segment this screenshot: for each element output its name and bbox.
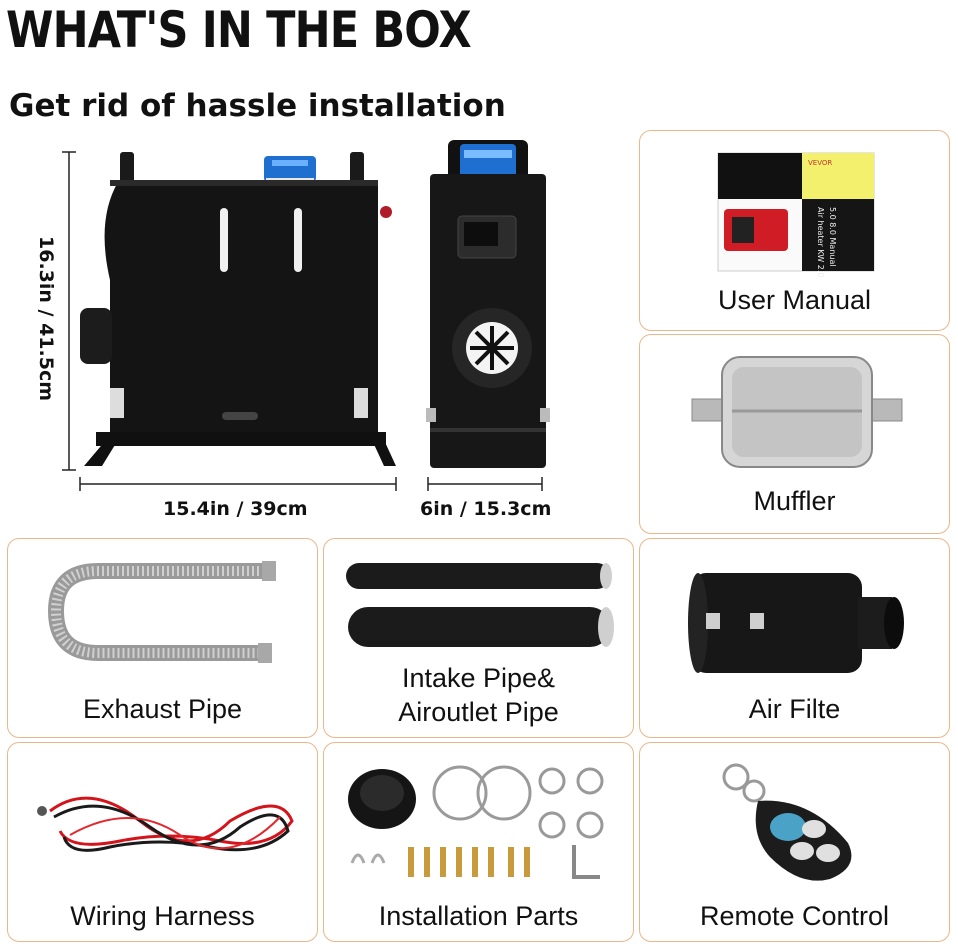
depth-dimension-line <box>427 477 543 491</box>
item-label-intake-pipe: Intake Pipe& <box>401 663 556 693</box>
item-card-wiring-harness: Wiring Harness <box>7 742 318 942</box>
manual-cover-line2: 5.0 8.0 Manual <box>828 207 837 267</box>
item-label-airoutlet-pipe: Airoutlet Pipe <box>398 697 559 727</box>
exhaust-pipe-image <box>47 561 276 663</box>
item-label-user-manual: User Manual <box>717 285 872 315</box>
item-card-exhaust-pipe: Exhaust Pipe <box>7 538 318 738</box>
page-subtitle: Get rid of hassle installation <box>9 88 506 124</box>
depth-dimension-label: 6in / 15.3cm <box>420 498 552 520</box>
item-card-installation-parts: Installation Parts <box>323 742 634 942</box>
user-manual-image: VEVOR Air heater KW 2.0 5.0 8.0 Manual <box>717 152 875 277</box>
heater-front-illustration <box>62 151 396 471</box>
item-card-remote-control: Remote Control <box>639 742 950 942</box>
width-dimension-line <box>79 477 397 491</box>
item-card-user-manual: VEVOR Air heater KW 2.0 5.0 8.0 Manual U… <box>639 130 950 331</box>
heater-side-illustration <box>426 140 550 468</box>
item-label-wiring-harness: Wiring Harness <box>70 901 255 931</box>
intake-pipe-image <box>346 563 614 647</box>
remote-control-image <box>722 763 852 881</box>
manual-brand: VEVOR <box>808 159 832 167</box>
wiring-harness-image <box>37 796 294 852</box>
item-label-air-filter: Air Filte <box>748 694 841 724</box>
muffler-image <box>691 356 903 468</box>
installation-parts-image <box>348 765 604 879</box>
item-card-intake-pipe: Intake Pipe& Airoutlet Pipe <box>323 538 634 738</box>
item-label-muffler: Muffler <box>753 486 836 516</box>
width-dimension-label: 15.4in / 39cm <box>163 498 308 520</box>
item-label-exhaust-pipe: Exhaust Pipe <box>82 694 243 724</box>
manual-cover-line1: Air heater KW 2.0 <box>816 207 825 277</box>
air-filter-image <box>688 573 904 673</box>
item-label-remote-control: Remote Control <box>699 901 890 931</box>
page-title: WHAT'S IN THE BOX <box>6 1 472 59</box>
item-card-muffler: Muffler <box>639 334 950 534</box>
height-dimension-label: 16.3in / 41.5cm <box>35 236 57 402</box>
item-card-air-filter: Air Filte <box>639 538 950 738</box>
item-label-installation-parts: Installation Parts <box>378 901 579 931</box>
